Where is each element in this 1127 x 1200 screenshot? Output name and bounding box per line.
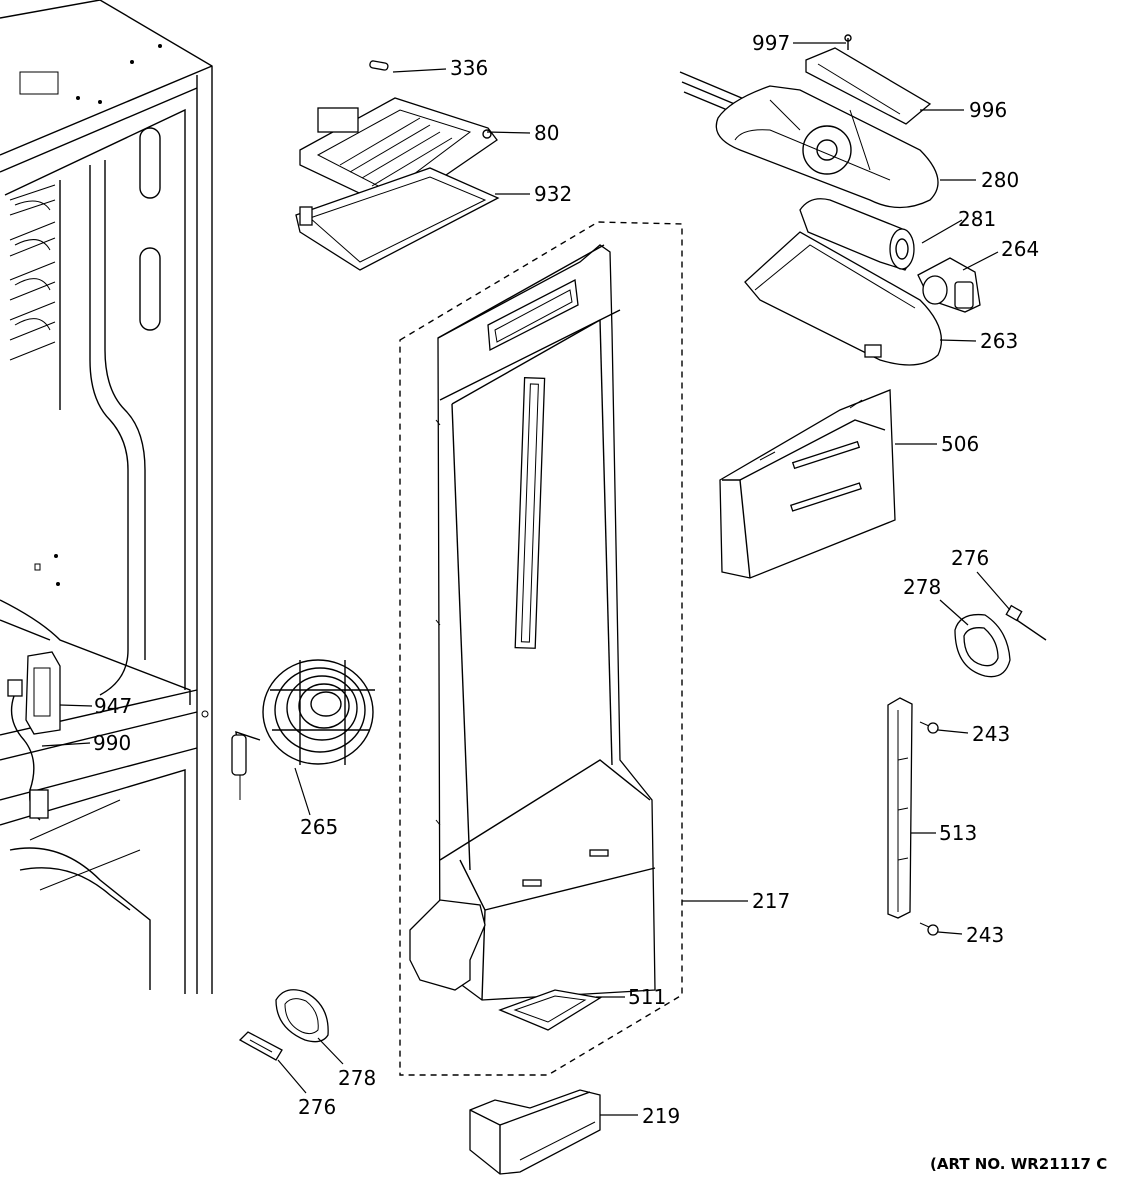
- water-filter-drawing: [679, 34, 981, 366]
- label-281: 281: [958, 207, 996, 231]
- strip-513-drawing: [887, 697, 939, 936]
- coil-265-drawing: [231, 659, 375, 800]
- label-243-top: 243: [972, 722, 1010, 746]
- label-997: 997: [752, 31, 790, 55]
- cabinet-drawing: [0, 0, 213, 994]
- label-263: 263: [980, 329, 1018, 353]
- label-511: 511: [628, 985, 666, 1009]
- label-996: 996: [969, 98, 1007, 122]
- label-990: 990: [93, 731, 131, 755]
- label-264: 264: [1001, 237, 1039, 261]
- label-278-left: 278: [338, 1066, 376, 1090]
- label-243-bottom: 243: [966, 923, 1004, 947]
- part-labels: 336 80 932 997 996 280 281 264 263 506 2…: [93, 31, 1107, 1173]
- label-276-left: 276: [298, 1095, 336, 1119]
- handle-parts-left-drawing: [238, 989, 329, 1061]
- label-336: 336: [450, 56, 488, 80]
- label-80: 80: [534, 121, 559, 145]
- label-217: 217: [752, 889, 790, 913]
- label-280: 280: [981, 168, 1019, 192]
- tray-219-drawing: [469, 1089, 601, 1175]
- cover-506-drawing: [719, 389, 896, 579]
- label-947: 947: [94, 694, 132, 718]
- damper-assembly-drawing: [295, 60, 500, 271]
- label-219: 219: [642, 1104, 680, 1128]
- label-506: 506: [941, 432, 979, 456]
- label-513: 513: [939, 821, 977, 845]
- label-276-right: 276: [951, 546, 989, 570]
- handle-parts-right-drawing: [954, 604, 1047, 678]
- leader-lines: [41, 42, 1011, 1116]
- label-278-right: 278: [903, 575, 941, 599]
- liner-217-drawing: [399, 221, 683, 1076]
- label-265: 265: [300, 815, 338, 839]
- art-number: (ART NO. WR21117 C: [930, 1155, 1107, 1173]
- label-932: 932: [534, 182, 572, 206]
